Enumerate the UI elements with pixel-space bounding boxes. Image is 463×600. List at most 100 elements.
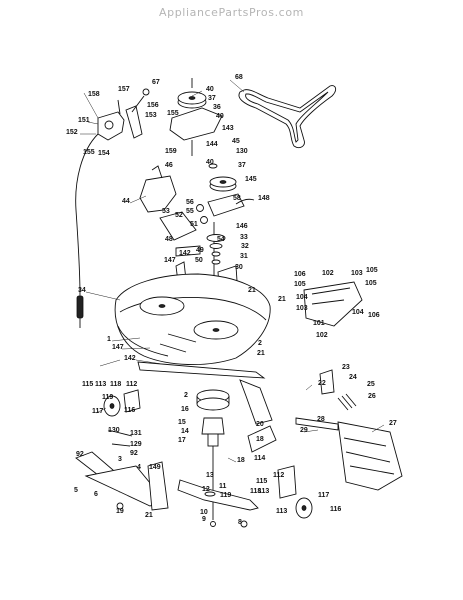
part-callout-c18b: 18: [237, 457, 245, 464]
drive-belt: [238, 85, 337, 149]
part-callout-c157: 157: [118, 86, 130, 93]
part-callout-c56: 56: [186, 199, 194, 206]
part-callout-c159: 159: [165, 148, 177, 155]
part-callout-c5: 5: [74, 487, 78, 494]
part-callout-c131: 131: [130, 430, 142, 437]
part-callout-c24: 24: [349, 374, 357, 381]
part-callout-c52: 52: [175, 212, 183, 219]
part-callout-c114: 114: [254, 455, 265, 462]
part-callout-c3: 3: [118, 456, 122, 463]
control-cable: [75, 133, 99, 328]
part-callout-c29: 29: [300, 427, 308, 434]
part-callout-c142a: 142: [179, 250, 191, 257]
part-callout-c102b: 102: [316, 332, 328, 339]
part-callout-c11: 11: [219, 483, 227, 490]
part-callout-c112b: 112: [273, 472, 284, 479]
part-callout-c25: 25: [367, 381, 375, 388]
part-callout-c21c: 21: [257, 350, 265, 357]
part-callout-c119a: 119: [102, 394, 113, 401]
part-callout-c51: 51: [190, 221, 198, 228]
part-callout-c105c: 105: [365, 280, 377, 287]
part-callout-c102a: 102: [322, 270, 334, 277]
part-callout-c6: 6: [94, 491, 98, 498]
part-callout-c106b: 106: [368, 312, 380, 319]
part-callout-c36: 36: [213, 104, 221, 111]
gauge-wheel-left: [103, 389, 141, 417]
part-callout-c34: 34: [78, 287, 86, 294]
part-callout-c33: 33: [240, 234, 248, 241]
part-callout-c156: 156: [147, 102, 159, 109]
chute-deflector: [303, 281, 363, 327]
idler-arm-parts: [159, 204, 239, 301]
chute-hinge-parts: [319, 369, 357, 411]
part-callout-c115a: 115: [82, 381, 93, 388]
part-callout-c103b: 103: [296, 305, 308, 312]
part-callout-c2b: 2: [184, 392, 188, 399]
part-callout-c2a: 2: [258, 340, 262, 347]
part-callout-c155: 155: [167, 110, 179, 117]
part-callout-c22: 22: [318, 380, 326, 387]
part-callout-c46: 46: [165, 162, 173, 169]
part-callout-c154: 154: [98, 150, 110, 157]
part-callout-c10: 10: [200, 509, 208, 516]
part-callout-c142b: 142: [124, 355, 136, 362]
part-callout-c151: 151: [78, 117, 90, 124]
watermark-text: AppliancePartsPros.com: [159, 6, 304, 19]
part-callout-c4: 4: [137, 464, 141, 471]
part-callout-c1: 1: [107, 336, 111, 343]
part-callout-c103a: 103: [351, 270, 363, 277]
part-callout-c15: 15: [178, 419, 186, 426]
part-callout-c18a: 18: [256, 436, 264, 443]
part-callout-c53: 53: [162, 208, 170, 215]
part-callout-c118a: 118: [110, 381, 121, 388]
stabilizer-arm: [239, 379, 277, 453]
part-callout-c104b: 104: [352, 309, 364, 316]
part-callout-c9: 9: [202, 516, 206, 523]
part-callout-c105a: 105: [294, 281, 306, 288]
part-callout-c19: 19: [116, 508, 124, 515]
mower-blade: [177, 479, 259, 511]
part-callout-c118b: 118: [250, 488, 261, 495]
part-callout-c31: 31: [240, 253, 248, 260]
part-callout-c130a: 130: [236, 148, 248, 155]
part-callout-c149: 149: [149, 464, 161, 471]
hanger-linkage-left: [75, 429, 169, 511]
clutch-bracket-assembly: [97, 88, 150, 141]
part-callout-c23: 23: [342, 364, 350, 371]
part-callout-c40b: 40: [216, 113, 224, 120]
part-callout-c48: 48: [165, 236, 173, 243]
part-callout-c113a: 113: [95, 381, 106, 388]
idler-pulley-lower: [207, 163, 255, 217]
part-callout-c55: 55: [186, 208, 194, 215]
part-callout-c54: 54: [217, 236, 225, 243]
part-callout-c40c: 40: [206, 159, 214, 166]
part-callout-c12: 12: [202, 486, 210, 493]
belt-guard: [139, 165, 177, 213]
part-callout-c68: 68: [235, 74, 243, 81]
part-callout-c16: 16: [181, 406, 189, 413]
part-callout-c153: 153: [145, 112, 157, 119]
part-callout-c40a: 40: [206, 86, 214, 93]
part-callout-c104a: 104: [296, 294, 308, 301]
part-callout-c92a: 92: [76, 451, 84, 458]
part-callout-c28: 28: [317, 416, 325, 423]
part-callout-c152: 152: [66, 129, 78, 136]
part-callout-c148: 148: [258, 195, 270, 202]
part-callout-c144: 144: [206, 141, 218, 148]
part-callout-c45: 45: [232, 138, 240, 145]
callout-leaders: [80, 79, 385, 463]
part-callout-c130b: 130: [108, 427, 120, 434]
part-callout-c37b: 37: [238, 162, 246, 169]
part-callout-c13: 13: [206, 472, 214, 479]
part-callout-c17: 17: [178, 437, 186, 444]
part-callout-c44: 44: [122, 198, 130, 205]
mower-deck: [114, 273, 271, 379]
part-callout-c105b: 105: [366, 267, 378, 274]
part-callout-c129: 129: [130, 441, 142, 448]
part-callout-c113c: 113: [276, 508, 287, 515]
part-callout-c116a: 116: [124, 407, 135, 414]
part-callout-c106a: 106: [294, 271, 306, 278]
part-callout-c147b: 147: [112, 344, 124, 351]
part-callout-c113b: 113: [258, 488, 269, 495]
